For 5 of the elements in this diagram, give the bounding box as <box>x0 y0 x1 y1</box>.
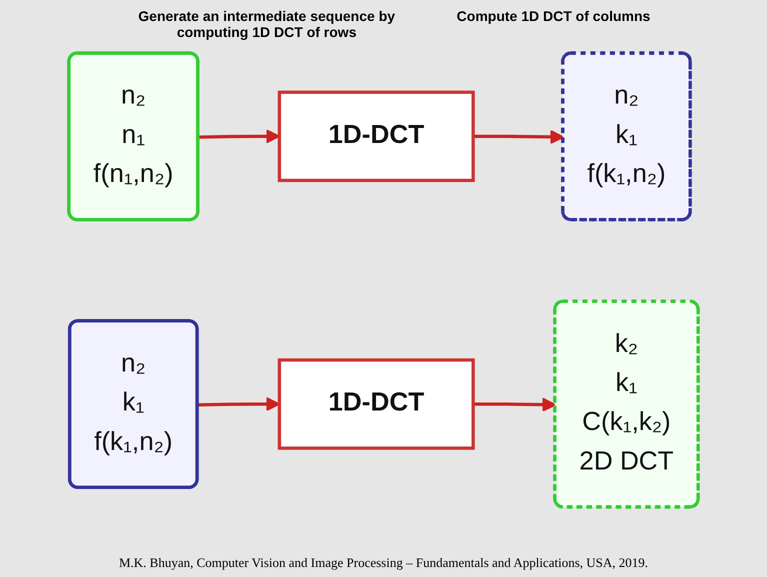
citation-caption: M.K. Bhuyan, Computer Vision and Image Processing – Fundamentals and Applications, USA, 2019. <box>118 555 650 571</box>
annotation-text: Compute 1D DCT of columns <box>456 8 650 26</box>
annotation-text: Generate an intermediate sequence by computing 1D DCT of rows <box>137 8 396 40</box>
node-box: 1D-DCT <box>278 358 475 450</box>
node-box: 1D-DCT <box>278 90 475 182</box>
